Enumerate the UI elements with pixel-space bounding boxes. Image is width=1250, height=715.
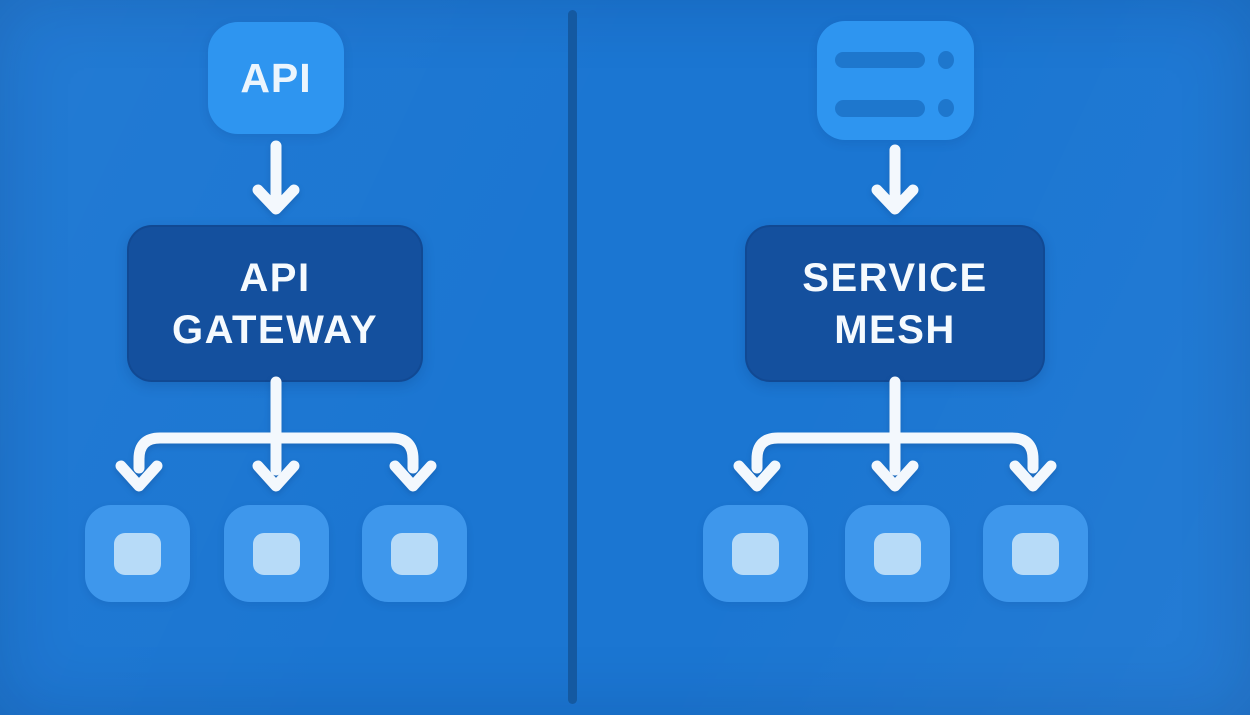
service-node [224,505,329,602]
api-gateway-label-line1: API [239,255,311,300]
server-icon [817,21,974,140]
api-source-box: API [208,22,344,134]
server-line-icon [835,52,925,68]
server-dot-icon [938,99,954,117]
service-node [703,505,808,602]
service-node [845,505,950,602]
service-node-inner [1012,532,1059,575]
arrow-down-icon [252,140,300,215]
api-gateway-box: API GATEWAY [127,225,423,382]
api-gateway-label-line2: GATEWAY [171,307,379,352]
service-mesh-label-line1: SERVICE [802,255,988,300]
api-source-label: API [240,54,312,101]
service-node-inner [874,532,921,575]
service-node-inner [253,532,300,575]
service-node [983,505,1088,602]
service-node [362,505,467,602]
service-node-inner [114,532,161,575]
branch-arrows-icon [733,376,1057,492]
service-mesh-label-line2: MESH [834,307,956,352]
arrow-down-icon [871,144,919,215]
server-line-icon [835,100,925,117]
service-mesh-box: SERVICE MESH [745,225,1045,382]
server-dot-icon [938,51,954,69]
branch-arrows-icon [115,376,437,492]
service-node-inner [391,532,438,575]
column-divider [568,10,577,704]
service-node [85,505,190,602]
service-node-inner [732,532,779,575]
